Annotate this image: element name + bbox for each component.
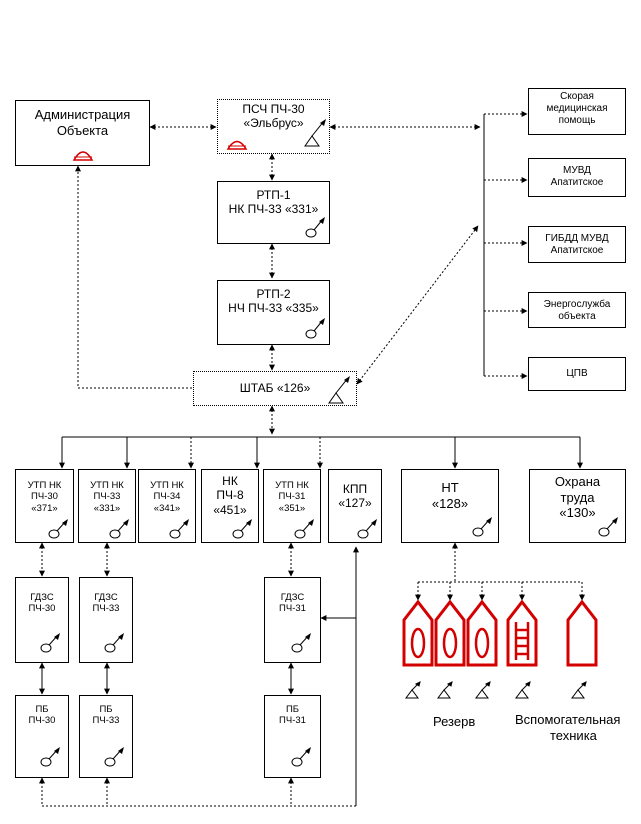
pb30-box: ПБ ПЧ-30: [15, 695, 69, 778]
handheld-radio-icon: [232, 519, 252, 539]
nt-label: НТ «128»: [431, 480, 469, 511]
rtp1-label: РТП-1 НК ПЧ-33 «331»: [228, 188, 319, 217]
handheld-radio-icon: [305, 217, 325, 238]
pb30-label: ПБ ПЧ-30: [28, 704, 56, 727]
radio-station-icon: [328, 376, 350, 404]
gdzs31-box: ГДЗС ПЧ-31: [264, 577, 321, 663]
ambulance-label: Скорая медицинская помощь: [546, 91, 608, 126]
fire-truck-icon: [566, 599, 598, 667]
pb31-box: ПБ ПЧ-31: [264, 695, 321, 778]
reserve-label: Резерв: [433, 714, 476, 729]
gibdd-box: ГИБДД МУВД Апатитское: [528, 226, 626, 263]
fire-truck-icon: [402, 599, 434, 667]
handheld-radio-icon: [305, 318, 325, 339]
utp33-label: УТП НК ПЧ-33 «331»: [90, 480, 124, 514]
pb33-box: ПБ ПЧ-33: [79, 695, 133, 778]
nt-box: НТ «128»: [401, 469, 499, 543]
vehicle-radio-icons: [405, 681, 587, 699]
pb31-label: ПБ ПЧ-31: [279, 704, 306, 727]
rtp2-label: РТП-2 НЧ ПЧ-33 «335»: [228, 287, 319, 316]
handheld-radio-icon: [40, 747, 60, 767]
kpp-label: КПП «127»: [338, 482, 372, 511]
nk8-box: НК ПЧ-8 «451»: [201, 469, 259, 543]
gdzs31-label: ГДЗС ПЧ-31: [279, 592, 306, 615]
gdzs33-box: ГДЗС ПЧ-33: [79, 577, 133, 663]
utp30-box: УТП НК ПЧ-30 «371»: [15, 469, 74, 543]
gdzs30-label: ГДЗС ПЧ-30: [28, 592, 56, 615]
handheld-radio-icon: [104, 633, 124, 653]
ohrana-label: Охрана труда «130»: [554, 474, 601, 521]
shtab-box: ШТАБ «126»: [193, 371, 357, 406]
radio-station-icon: [304, 119, 326, 147]
handheld-radio-icon: [48, 519, 68, 539]
energy-label: Энергослужба объекта: [543, 299, 611, 322]
admin-label: Администрация Объекта: [34, 107, 131, 138]
cpv-box: ЦПВ: [528, 357, 626, 391]
utp31-label: УТП НК ПЧ-31 «351»: [275, 480, 309, 514]
fire-truck-icon: [466, 599, 498, 667]
handheld-radio-icon: [169, 519, 189, 539]
utp34-label: УТП НК ПЧ-34 «341»: [150, 480, 184, 514]
pb33-label: ПБ ПЧ-33: [92, 704, 120, 727]
ambulance-box: Скорая медицинская помощь: [528, 88, 626, 135]
ladder-truck-icon: [506, 599, 538, 667]
siren-light-icon: [72, 151, 94, 161]
aux-equipment-label-line2: техника: [550, 728, 597, 743]
nk8-label: НК ПЧ-8 «451»: [213, 474, 247, 517]
rtp2-box: РТП-2 НЧ ПЧ-33 «335»: [217, 280, 330, 345]
energy-box: Энергослужба объекта: [528, 292, 626, 328]
handheld-radio-icon: [291, 633, 311, 653]
siren-light-icon: [226, 140, 248, 150]
gdzs33-label: ГДЗС ПЧ-33: [92, 592, 120, 615]
ohrana-box: Охрана труда «130»: [529, 469, 626, 543]
gdzs30-box: ГДЗС ПЧ-30: [15, 577, 69, 663]
kpp-box: КПП «127»: [328, 469, 382, 543]
handheld-radio-icon: [598, 517, 618, 537]
aux-equipment-label-line1: Вспомогательная: [515, 712, 621, 727]
psch-box: ПСЧ ПЧ-30 «Эльбрус»: [217, 99, 330, 154]
admin-box: Администрация Объекта: [15, 100, 150, 166]
gibdd-label: ГИБДД МУВД Апатитское: [545, 233, 609, 256]
handheld-radio-icon: [40, 633, 60, 653]
reserve-vehicles: [402, 599, 598, 667]
utp34-box: УТП НК ПЧ-34 «341»: [138, 469, 196, 543]
rtp1-box: РТП-1 НК ПЧ-33 «331»: [217, 181, 330, 244]
fire-truck-icon: [434, 599, 466, 667]
utp33-box: УТП НК ПЧ-33 «331»: [78, 469, 136, 543]
muvd-box: МУВД Апатитское: [528, 158, 626, 197]
shtab-label: ШТАБ «126»: [239, 381, 311, 396]
muvd-label: МУВД Апатитское: [550, 165, 604, 188]
cpv-label: ЦПВ: [566, 368, 588, 379]
handheld-radio-icon: [472, 517, 492, 537]
handheld-radio-icon: [294, 519, 314, 539]
handheld-radio-icon: [357, 519, 377, 539]
psch-label: ПСЧ ПЧ-30 «Эльбрус»: [242, 102, 305, 131]
utp31-box: УТП НК ПЧ-31 «351»: [263, 469, 321, 543]
handheld-radio-icon: [104, 747, 124, 767]
utp30-label: УТП НК ПЧ-30 «371»: [27, 480, 62, 514]
handheld-radio-icon: [291, 747, 311, 767]
handheld-radio-icon: [109, 519, 129, 539]
